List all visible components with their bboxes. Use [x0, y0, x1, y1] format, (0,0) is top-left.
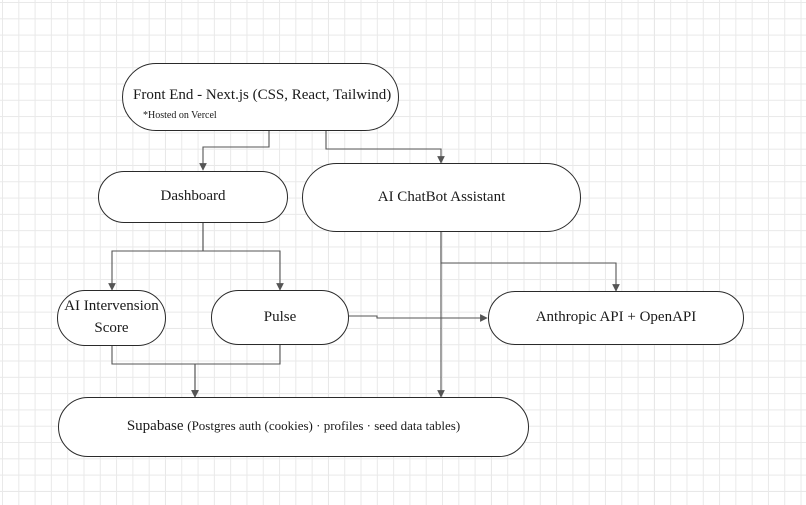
chatbot-node: AI ChatBot Assistant [302, 163, 581, 232]
edge-pulse-anthropic [348, 314, 488, 322]
edge-frontend-dashboard [199, 130, 270, 171]
edge-dashboard-intervention [108, 222, 204, 291]
intervention-label-line1: AI Intervension [64, 298, 159, 315]
edge-frontend-chatbot [325, 130, 445, 164]
edge-pulse-supabase [191, 344, 281, 398]
anthropic-api-node: Anthropic API + OpenAPI [488, 291, 744, 345]
supabase-label: Supabase [126, 418, 184, 435]
chatbot-label: AI ChatBot Assistant [377, 188, 506, 205]
dashboard-node: Dashboard [98, 171, 288, 223]
intervention-score-text: AI Intervension Score [64, 296, 159, 340]
supabase-text: Supabase (Postgres auth (cookies) · prof… [127, 416, 460, 438]
supabase-detail: (Postgres auth (cookies) · profiles · se… [187, 418, 461, 434]
edge-intervention-supabase [111, 345, 199, 398]
supabase-node: Supabase (Postgres auth (cookies) · prof… [58, 397, 529, 457]
intervention-score-node: AI Intervension Score [57, 290, 166, 346]
frontend-node: Front End - Next.js (CSS, React, Tailwin… [122, 63, 399, 131]
pulse-label: Pulse [263, 308, 297, 325]
edge-dashboard-pulse [202, 222, 284, 291]
frontend-hosting-note: *Hosted on Vercel [143, 110, 217, 121]
edge-chatbot-anthropic [440, 231, 620, 292]
dashboard-label: Dashboard [160, 188, 226, 205]
anthropic-label: Anthropic API + OpenAPI [535, 309, 697, 326]
pulse-node: Pulse [211, 290, 349, 345]
frontend-label: Front End - Next.js (CSS, React, Tailwin… [133, 87, 392, 103]
intervention-label-line2: Score [94, 320, 129, 336]
